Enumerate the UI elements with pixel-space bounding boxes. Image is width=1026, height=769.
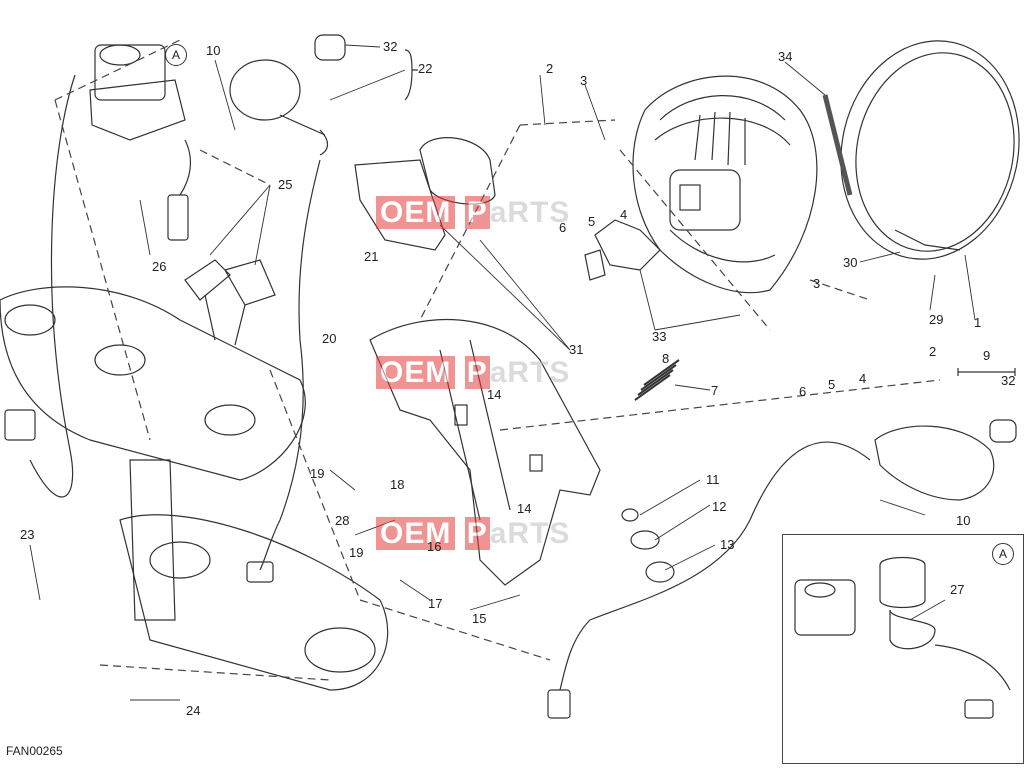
part-label: 18 [390, 477, 405, 492]
part-label: 9 [983, 348, 991, 363]
detail-marker-a-inset: A [992, 543, 1014, 565]
part-label: 20 [322, 331, 337, 346]
part-label: 10 [956, 513, 971, 528]
part-label: 29 [929, 312, 944, 327]
part-label: 28 [335, 513, 350, 528]
headlight-shell [632, 75, 818, 294]
part-label: 30 [843, 255, 858, 270]
part-label: 10 [206, 43, 221, 58]
part-label: 19 [310, 466, 325, 481]
seal-strip [822, 94, 853, 196]
part-label: 12 [712, 499, 727, 514]
ignition-switch [89, 44, 192, 241]
part-label: 22 [418, 61, 433, 76]
part-label: 17 [428, 596, 443, 611]
part-label: 4 [859, 371, 867, 386]
part-label: 27 [950, 582, 965, 597]
part-label: 33 [652, 329, 667, 344]
part-label: 14 [517, 501, 532, 516]
part-label: 11 [706, 472, 720, 487]
part-label: 31 [569, 342, 584, 357]
part-label: 4 [620, 207, 628, 222]
part-label: 5 [588, 214, 596, 229]
watermark-3: OEM PaRTS [376, 517, 570, 551]
part-label: 32 [383, 39, 398, 54]
inset-ignition [794, 556, 1011, 719]
part-label: 13 [720, 537, 735, 552]
ignition-keys [184, 259, 276, 346]
part-label: 3 [813, 276, 821, 291]
triple-clamp [0, 286, 389, 691]
part-label: 15 [472, 611, 487, 626]
bracket-9 [957, 368, 1016, 376]
detail-inset-box [782, 534, 1024, 764]
part-label: 3 [580, 73, 588, 88]
part-label: 6 [799, 384, 807, 399]
part-label: 2 [546, 61, 554, 76]
part-label: 26 [152, 259, 167, 274]
part-label: 23 [20, 527, 35, 542]
detail-marker-a-main: A [165, 44, 187, 66]
part-label: 32 [1001, 373, 1016, 388]
part-label: 8 [662, 351, 670, 366]
part-label: 6 [559, 220, 567, 235]
part-label: 2 [929, 344, 937, 359]
part-label: 24 [186, 703, 201, 718]
bracket-22 [404, 49, 418, 101]
watermark-2: OEM PaRTS [376, 356, 570, 390]
cover [354, 159, 446, 251]
part-label: 1 [974, 315, 982, 330]
part-label: 34 [778, 49, 793, 64]
spring [634, 359, 680, 401]
part-label: 25 [278, 177, 293, 192]
part-label: 7 [711, 383, 719, 398]
part-label: 14 [487, 387, 502, 402]
diagram-code: FAN00265 [6, 744, 63, 758]
wiring [4, 74, 871, 719]
turn-signal-upper [229, 34, 346, 156]
watermark-1: OEM PaRTS [376, 196, 570, 230]
part-label: 21 [364, 249, 379, 264]
rubber-mounts [621, 508, 675, 583]
part-label: 19 [349, 545, 364, 560]
headlight-rim [840, 40, 1020, 260]
part-label: 5 [828, 377, 836, 392]
turn-signal-lower [874, 419, 1017, 501]
part-label: 16 [427, 539, 442, 554]
headlight-bulb [584, 219, 661, 281]
